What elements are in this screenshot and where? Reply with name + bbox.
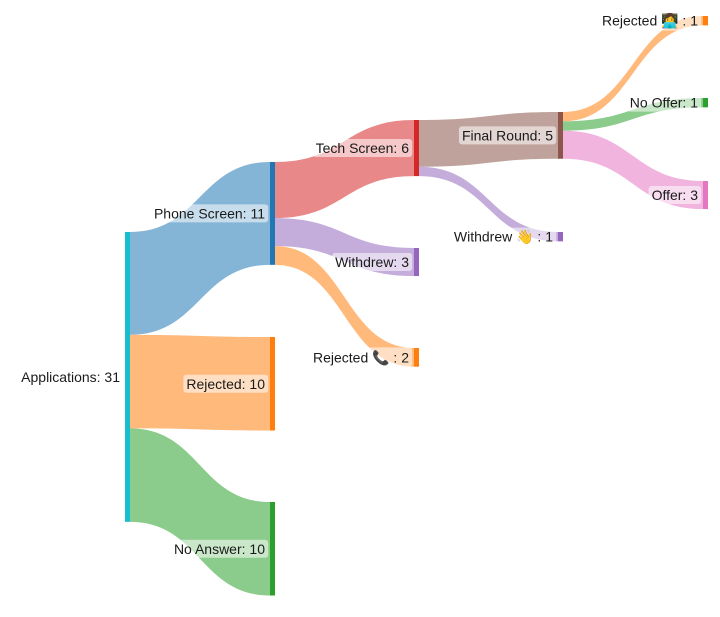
node-final_round [558, 112, 563, 159]
node-label-bg-final_round [458, 126, 557, 145]
node-tech_screen [414, 120, 419, 177]
node-rejected_initial [270, 337, 275, 431]
node-phone_screen [270, 162, 275, 265]
node-label-bg-tech_screen [312, 139, 413, 158]
link-phone_screen-to-tech_screen [275, 120, 414, 219]
node-label-rejected_initial: Rejected: 10 [183, 374, 269, 393]
node-label-no_offer: No Offer: 1 [626, 93, 702, 112]
node-label-bg-offer [648, 186, 702, 205]
node-withdrew_phone [414, 248, 419, 277]
node-label-text-applications: Applications: 31 [21, 369, 120, 385]
node-label-bg-no_offer [626, 93, 702, 112]
node-label-bg-withdrew_phone [332, 253, 413, 272]
node-label-text-rejected_final: Rejected 👩‍💻 : 1 [602, 13, 698, 30]
node-label-text-rejected_phone: Rejected 📞 : 2 [313, 348, 409, 366]
link-tech_screen-to-withdrew_tech [419, 166, 558, 242]
node-label-text-no_answer: No Answer: 10 [174, 541, 265, 557]
node-label-bg-withdrew_tech [450, 227, 557, 247]
node-label-text-withdrew_phone: Withdrew: 3 [335, 254, 409, 270]
node-label-text-final_round: Final Round: 5 [462, 127, 553, 143]
node-label-bg-rejected_final [598, 11, 702, 31]
link-applications-to-phone_screen [130, 162, 270, 335]
node-label-phone_screen: Phone Screen: 11 [150, 204, 269, 223]
link-applications-to-no_answer [130, 428, 270, 596]
links-layer [130, 16, 703, 596]
node-label-offer: Offer: 3 [648, 186, 702, 205]
node-label-rejected_phone: Rejected 📞 : 2 [309, 347, 413, 368]
node-rejected_phone [414, 348, 419, 367]
node-label-final_round: Final Round: 5 [458, 126, 557, 145]
node-no_answer [270, 502, 275, 596]
node-label-bg-no_answer [170, 539, 269, 558]
node-applications [125, 232, 130, 522]
node-label-bg-applications [18, 367, 124, 386]
node-label-bg-phone_screen [150, 204, 269, 223]
node-label-text-tech_screen: Tech Screen: 6 [316, 140, 410, 156]
node-label-text-no_offer: No Offer: 1 [630, 95, 698, 111]
node-label-withdrew_tech: Withdrew 👋 : 1 [450, 227, 557, 247]
link-final_round-to-rejected_final [563, 16, 703, 122]
node-label-bg-rejected_phone [309, 347, 413, 368]
node-label-text-phone_screen: Phone Screen: 11 [154, 205, 265, 221]
node-no_offer [703, 98, 708, 108]
nodes-layer [125, 16, 708, 596]
node-withdrew_tech [558, 232, 563, 242]
node-label-applications: Applications: 31 [18, 367, 124, 386]
node-label-bg-rejected_initial [183, 374, 269, 393]
labels-layer: Applications: 31 Phone Screen: 11 Rejected… [18, 11, 702, 558]
node-label-text-rejected_initial: Rejected: 10 [186, 376, 265, 392]
node-label-rejected_final: Rejected 👩‍💻 : 1 [598, 11, 702, 31]
node-label-text-withdrew_tech: Withdrew 👋 : 1 [454, 229, 553, 246]
node-label-no_answer: No Answer: 10 [170, 539, 269, 558]
node-label-withdrew_phone: Withdrew: 3 [332, 253, 413, 272]
link-phone_screen-to-rejected_phone [275, 246, 414, 367]
node-label-text-offer: Offer: 3 [652, 187, 699, 203]
node-rejected_final [703, 16, 708, 26]
node-label-tech_screen: Tech Screen: 6 [312, 139, 413, 158]
node-offer [703, 181, 708, 210]
